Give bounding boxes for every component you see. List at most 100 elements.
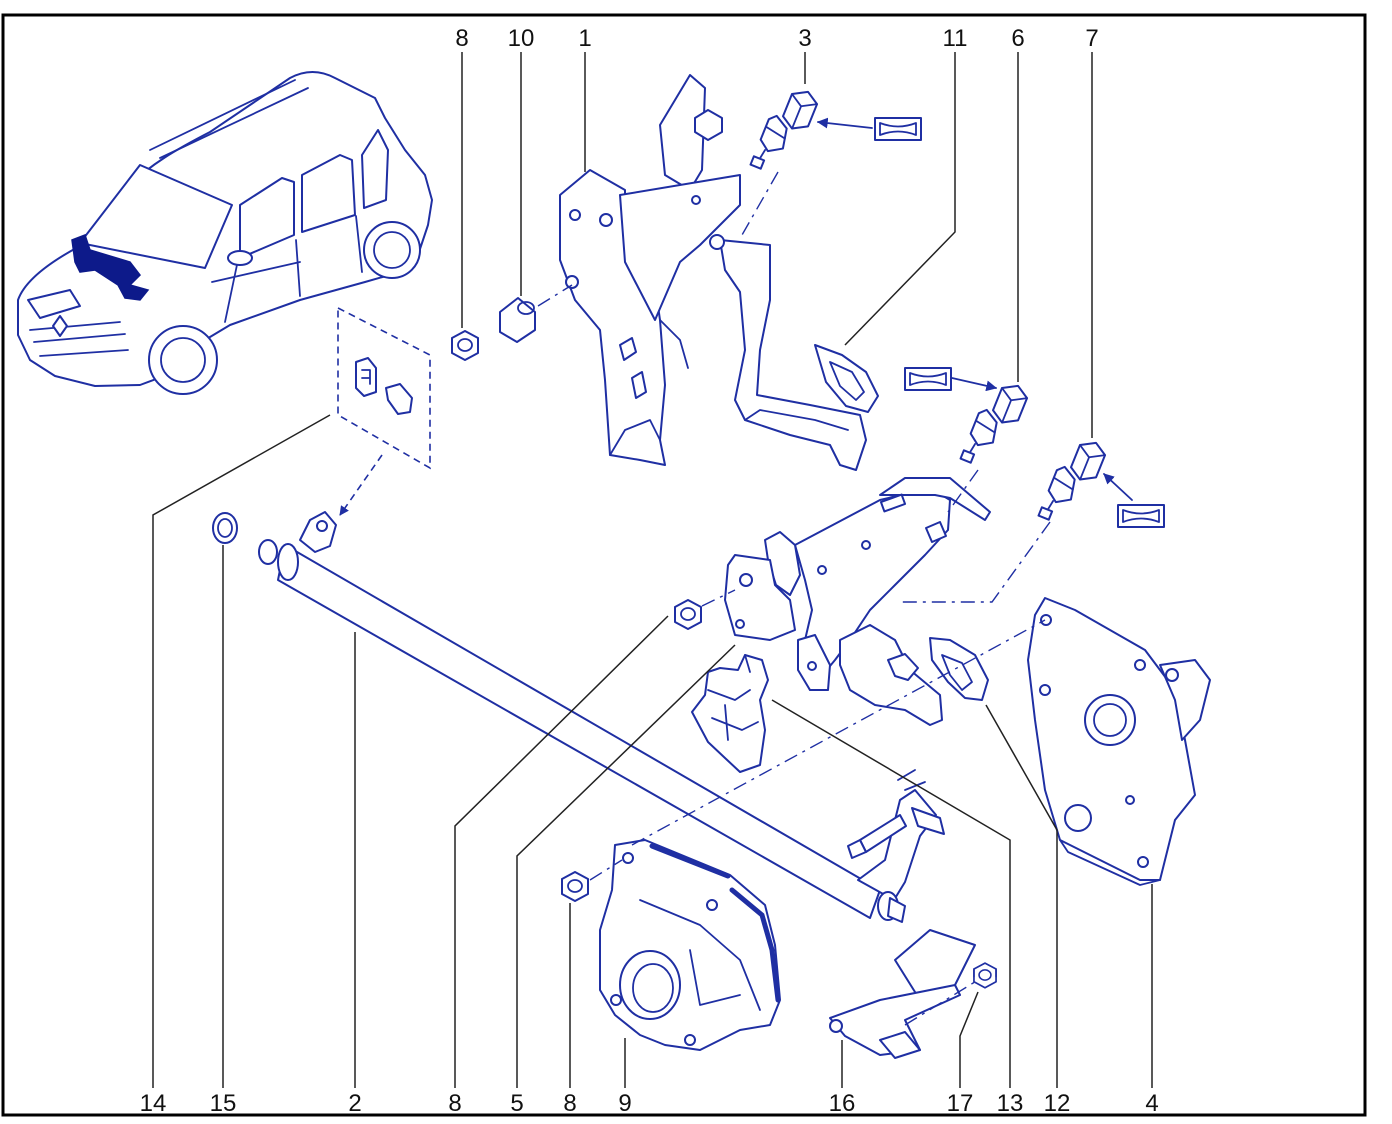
part-8-nut-top <box>451 330 479 361</box>
callout-bottom-12: 12 <box>1044 1090 1071 1117</box>
shaft-lever-hole <box>316 520 328 532</box>
pedal-arm <box>719 239 867 471</box>
axis-switch-6 <box>947 469 979 513</box>
car-mirror <box>227 250 253 266</box>
pedal-pad-inner <box>829 361 865 401</box>
kit-outline <box>337 306 431 470</box>
pedal-pad-outline <box>814 344 879 413</box>
bracket-5-hole <box>739 573 753 587</box>
part-13-sensor <box>691 654 769 773</box>
housing-hole <box>622 852 634 864</box>
callout-bottom-17: 17 <box>947 1090 974 1117</box>
part-16-bracket <box>829 929 976 1059</box>
part-2-shaft <box>258 511 945 923</box>
callout-bottom-13: 13 <box>997 1090 1024 1117</box>
callout-bottom-2: 2 <box>348 1090 361 1117</box>
axis-housing-to-plate <box>631 619 1046 846</box>
pedal-arm-edge <box>744 409 849 431</box>
kit-clip-detail <box>361 369 371 385</box>
leader-12 <box>985 704 1058 1088</box>
bracket-5-stud <box>925 521 947 543</box>
leader-lines <box>152 52 1153 1088</box>
kit-arrow <box>339 454 383 516</box>
callout-bottom-15: 15 <box>210 1090 237 1117</box>
callout-top-6: 6 <box>1011 25 1024 52</box>
bracket-slot <box>631 371 647 399</box>
part-6-switch <box>904 367 1032 475</box>
leader-17 <box>959 991 979 1088</box>
bracket-upper-arm <box>659 74 706 191</box>
bushing-body <box>499 297 536 343</box>
kit-clip <box>355 357 377 397</box>
plate-hole <box>1137 856 1149 868</box>
switch-3 <box>749 81 822 181</box>
callout-bottom-8b: 8 <box>563 1090 576 1117</box>
callout-top-7: 7 <box>1085 25 1098 52</box>
pedal-pad-12-outline <box>929 637 989 701</box>
shaft-left-end <box>258 539 278 565</box>
bracket-5-pedal-arm <box>839 624 943 726</box>
part-3-switch <box>749 81 922 181</box>
plate-hole <box>1134 659 1146 671</box>
bracket-slot <box>619 337 637 361</box>
callout-top-10: 10 <box>508 25 535 52</box>
shaft-right-tip <box>887 897 906 923</box>
plate-bracket-hole <box>1165 668 1179 682</box>
switch-7-tag <box>1117 504 1165 528</box>
plate-center-hole <box>1084 694 1136 746</box>
car-rear-window <box>301 154 356 233</box>
callouts-top: 8 10 1 3 11 6 7 <box>455 25 1098 52</box>
plate-hole <box>1125 795 1135 805</box>
bracket-hole <box>709 234 725 250</box>
leader-5 <box>516 644 736 1088</box>
car-quarter-window <box>361 129 389 209</box>
housing-hole <box>706 899 718 911</box>
plate-lower-boss <box>1064 804 1092 832</box>
bracket-5-hole <box>807 661 817 671</box>
part-1-pedal-bracket <box>559 74 867 471</box>
sensor-body <box>691 654 769 773</box>
leader-8-bottom-a <box>454 615 669 1088</box>
bracket-5-top-tab <box>879 477 991 521</box>
car-front-wheel <box>148 325 218 395</box>
bushing-bore <box>517 301 535 315</box>
housing-ribs <box>639 899 761 1011</box>
axis-switch-7 <box>902 521 1051 603</box>
callout-top-11: 11 <box>943 25 968 52</box>
housing-hole <box>610 994 622 1006</box>
part-17-nut <box>973 962 997 989</box>
switch-6-arrow <box>951 377 998 392</box>
switch-6 <box>959 375 1032 475</box>
pedal-pad-12-inner <box>941 654 973 691</box>
shaft-right-stub <box>911 807 945 835</box>
car-rear-wheel <box>363 221 421 279</box>
callout-bottom-4: 4 <box>1145 1090 1158 1117</box>
bracket-5-hole <box>735 619 745 629</box>
plate-hole <box>1040 614 1052 626</box>
leader-11 <box>844 52 956 346</box>
axis-switch-3 <box>741 171 779 236</box>
car-logo <box>52 315 68 337</box>
bracket-16-hole <box>829 1019 843 1033</box>
car-grille <box>29 321 129 357</box>
part-7-switch <box>1037 432 1165 532</box>
bracket-5-stop <box>887 653 919 681</box>
bracket-16-arm <box>829 984 961 1056</box>
diagram-frame <box>1 13 1367 1117</box>
callout-bottom-14: 14 <box>140 1090 167 1117</box>
bracket-hole <box>565 275 579 289</box>
shaft-pin-tip <box>847 839 867 859</box>
leader-13 <box>771 699 1011 1088</box>
callout-top-8: 8 <box>455 25 468 52</box>
callout-bottom-8a: 8 <box>448 1090 461 1117</box>
shaft-left-lever <box>299 511 337 553</box>
part-11-pedal-pad <box>814 344 879 413</box>
assembly-axis-lines <box>537 171 1051 1026</box>
car-rear-wheel-rim <box>373 231 411 269</box>
axis-nut-to-housing <box>589 859 623 881</box>
switch-7-arrow <box>1103 473 1133 501</box>
bracket-5-top-slot <box>879 493 907 513</box>
shaft-lever-bracket <box>897 769 926 791</box>
part-15-circlip <box>212 512 238 544</box>
shaft-collar <box>277 543 299 581</box>
